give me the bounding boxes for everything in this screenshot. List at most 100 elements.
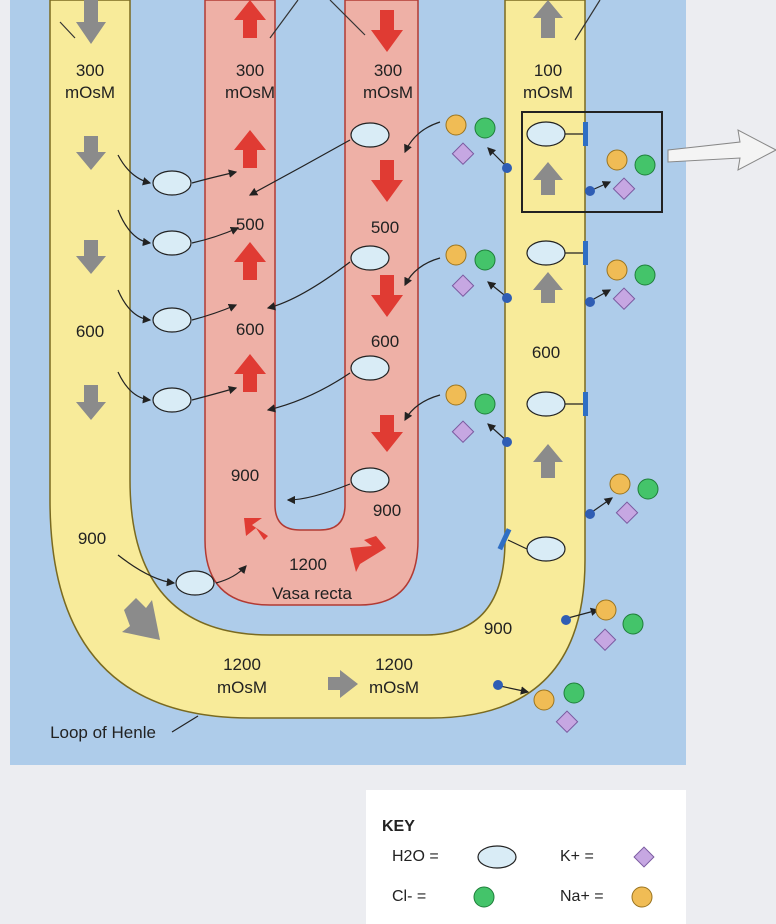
key-water-icon	[477, 845, 517, 869]
potassium-ion-icon	[451, 142, 475, 166]
chloride-ion-icon	[637, 478, 659, 500]
gray-down-arrow	[76, 240, 106, 274]
loop-bottom-left-value: 1200	[223, 655, 261, 674]
asc-top-value: 100	[534, 61, 562, 80]
sodium-ion-icon	[445, 114, 467, 136]
sodium-ion-icon	[595, 599, 617, 621]
red-down-arrow	[371, 160, 403, 202]
vasa-down-600-label: 600	[371, 332, 399, 351]
key-potassium-icon	[633, 846, 655, 868]
vasa-up-top-unit: mOsM	[225, 83, 275, 102]
vasa-down-top-unit: mOsM	[363, 83, 413, 102]
chloride-ion-icon	[634, 264, 656, 286]
ion-pump-icon	[585, 297, 595, 307]
key-icons	[473, 845, 655, 908]
ion-pump-icon	[585, 186, 595, 196]
chloride-ion-icon	[474, 117, 496, 139]
ion-pump-icon	[502, 437, 512, 447]
water-molecule-icon	[350, 122, 390, 148]
potassium-ion-icon	[615, 501, 639, 525]
ions-into-vasa	[404, 114, 496, 444]
gray-down-arrow	[76, 136, 106, 170]
water-molecule-icon	[526, 391, 566, 417]
vasa-up-900-label: 900	[231, 466, 259, 485]
asc-900-label: 900	[484, 619, 512, 638]
potassium-ion-icon	[593, 628, 617, 652]
vasa-down-500-label: 500	[371, 218, 399, 237]
potassium-ion-icon	[451, 420, 475, 444]
vasa-recta-vessel	[204, 0, 419, 606]
vasa-up-600-label: 600	[236, 320, 264, 339]
loop-bottom-left-unit: mOsM	[217, 678, 267, 697]
chloride-ion-icon	[474, 393, 496, 415]
water-molecule-icon	[152, 230, 192, 256]
ion-pump-icon	[585, 509, 595, 519]
water-molecule-icon	[175, 570, 215, 596]
sodium-ion-icon	[606, 149, 628, 171]
desc-600-label: 600	[76, 322, 104, 341]
red-up-arrow	[234, 354, 266, 392]
gray-up-arrow	[533, 162, 563, 195]
key-title: KEY	[382, 818, 415, 835]
water-molecule-icon	[526, 121, 566, 147]
water-molecule-icon	[526, 536, 566, 562]
key-chloride-label: Cl- =	[392, 888, 427, 905]
ion-pump-icon	[561, 615, 571, 625]
gray-down-arrow	[76, 385, 106, 420]
key-sodium-icon	[631, 886, 653, 908]
water-molecule-icon	[526, 240, 566, 266]
water-molecule-icon	[350, 467, 390, 493]
vasa-down-top-value: 300	[374, 61, 402, 80]
gray-right-arrow	[328, 670, 358, 698]
osmolarity-labels: 300 mOsM 300 mOsM 300 mOsM 100 mOsM 600 …	[50, 61, 573, 742]
asc-top-unit: mOsM	[523, 83, 573, 102]
sodium-ion-icon	[533, 689, 555, 711]
vasa-recta-up-arrows	[234, 0, 268, 540]
ion-pump-icon	[502, 293, 512, 303]
ascending-limb-transport	[487, 121, 659, 734]
ion-pump-icon	[493, 680, 503, 690]
chloride-ion-icon	[622, 613, 644, 635]
vasa-recta-name: Vasa recta	[272, 584, 353, 603]
vasa-up-top-value: 300	[236, 61, 264, 80]
descending-flow-arrows	[76, 0, 160, 640]
chloride-ion-icon	[634, 154, 656, 176]
red-diag-arrow	[350, 536, 386, 572]
loop-bottom-right-value: 1200	[375, 655, 413, 674]
key-chloride-icon	[473, 886, 495, 908]
callout-lines	[59, 0, 601, 41]
asc-600-label: 600	[532, 343, 560, 362]
sodium-ion-icon	[609, 473, 631, 495]
water-molecule-icon	[152, 307, 192, 333]
desc-top-value: 300	[76, 61, 104, 80]
desc-900-label: 900	[78, 529, 106, 548]
water-molecule-icon	[152, 387, 192, 413]
water-molecule-icon	[350, 355, 390, 381]
desc-top-unit: mOsM	[65, 83, 115, 102]
loop-label-pointer	[171, 715, 199, 733]
callout-box	[521, 111, 663, 213]
chloride-ion-icon	[474, 249, 496, 271]
key-sodium-label: Na+ =	[560, 888, 604, 905]
sodium-ion-icon	[445, 244, 467, 266]
water-molecule-icon	[350, 245, 390, 271]
vasa-up-500-label: 500	[236, 215, 264, 234]
red-down-arrow	[371, 275, 403, 317]
chloride-ion-icon	[563, 682, 585, 704]
ion-pump-icon	[502, 163, 512, 173]
gray-up-arrow	[533, 272, 563, 303]
water-transport-vasa	[248, 122, 390, 505]
water-transport-descending	[117, 154, 247, 596]
red-down-arrow	[371, 10, 403, 52]
water-molecule-icon	[152, 170, 192, 196]
red-down-arrow	[371, 415, 403, 452]
red-up-arrow	[234, 0, 266, 38]
potassium-ion-icon	[451, 274, 475, 298]
ascending-flow-arrows	[328, 0, 563, 698]
key-potassium-label: K+ =	[560, 848, 594, 865]
red-up-arrow	[234, 130, 266, 168]
sodium-ion-icon	[606, 259, 628, 281]
red-diag-arrow	[244, 518, 268, 540]
potassium-ion-icon	[612, 287, 636, 311]
